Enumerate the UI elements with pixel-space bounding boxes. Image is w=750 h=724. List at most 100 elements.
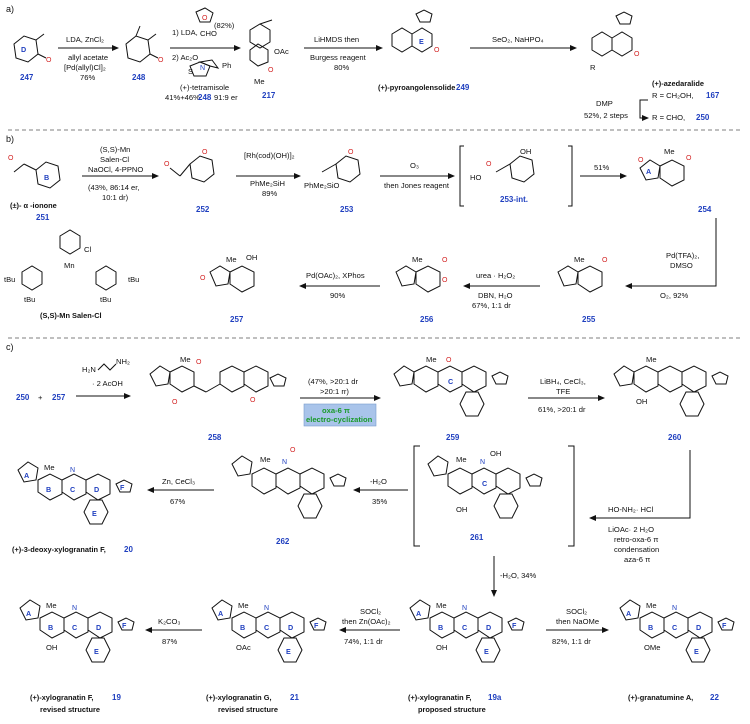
ring-label-B: B [46,485,51,494]
ring-label-E: E [694,647,699,656]
compound-254: 254 [698,205,712,214]
cond-c9-3: 74%, 1:1 dr [344,637,383,646]
name-xylogranatin-f-proposed: (+)-xylogranatin F, [408,693,471,702]
cond-b2-3: 89% [262,189,277,198]
me-label: Me [254,77,265,86]
section-label-c: c) [6,342,14,352]
me-label: Me [456,455,467,464]
cond-a4: SeO₂, NaHPO₄ [492,35,544,44]
ring-label-B: B [438,623,443,632]
ring-label-A: A [416,609,421,618]
ring-label-A: A [24,471,29,480]
cond-c4-1: HO-NH₂· HCl [608,505,653,514]
ome-label: OMe [644,643,660,652]
compound-255: 255 [582,315,596,324]
ring-label-B: B [240,623,245,632]
ring-label-E: E [419,37,424,46]
compound-20: 20 [124,545,133,554]
cond-b7-1: Pd(OAc)₂, XPhos [306,271,365,280]
molecule-255: Me O [557,255,608,293]
compound-248-ref: 248 [198,93,212,102]
me-label: Me [46,601,57,610]
cond-c9-2: then Zn(OAc)₂ [342,617,391,626]
oxygen-label: O [686,155,692,162]
cond-c3-1: LiBH₄, CeCl₃, [540,377,586,386]
me-label: Me [180,355,191,364]
cond-a5-1: DMP [596,99,613,108]
cond-a1-top: LDA, ZnCl₂ [66,35,104,44]
tbu-label-1: tBu [4,275,15,284]
arrow-a5 [639,99,649,121]
ring-label-A: A [218,609,223,618]
oh-label: OH [46,643,57,652]
nitrogen-label: N [72,605,77,612]
cond-b1-4: (43%, 86:14 er, [88,183,140,192]
molecule-261: C N OH OH Me [413,445,575,547]
cond-a1-b1: allyl acetate [68,53,108,62]
molecule-21: A B C D E F N OAc Me [211,599,327,663]
ring-label-F: F [722,621,727,630]
name-r-cho: R = CHO, [652,113,685,122]
oxygen-label: O [250,397,256,404]
me-label: Me [260,455,271,464]
compound-257-c: 257 [52,393,66,402]
ring-label-D: D [94,485,99,494]
cond-b1-1: (S,S)-Mn [100,145,130,154]
ho-label: OH [520,147,531,156]
me-label: Me [646,601,657,610]
ring-label-C: C [482,479,487,488]
oxygen-label: O [202,15,208,22]
oxygen-label: O [8,155,14,162]
ring-label-C: C [70,485,75,494]
compound-249: 249 [456,83,470,92]
molecule-248: O [125,25,164,64]
me-label: Me [226,255,237,264]
compound-256: 256 [420,315,434,324]
name-pyroangolensolide: (+)-pyroangolensolide [378,83,455,92]
nitrogen-label: N [462,605,467,612]
molecule-19: A B C D E F N OH Me [19,599,135,663]
compound-248: 248 [132,73,146,82]
cond-a2-er: 41%+46% [165,93,200,102]
oxygen-label: O [434,47,440,54]
molecule-258: Me O O O [149,355,287,406]
cond-b5-2: DMSO [670,261,693,270]
nitrogen-label: N [200,65,205,72]
compound-252: 252 [196,205,210,214]
cond-b6-1: urea · H₂O₂ [476,271,515,280]
cond-b7-2: 90% [330,291,345,300]
name-deoxy-xylogranatin: (+)-3-deoxy-xylogranatin F, [12,545,106,554]
molecule-256: Me O O [395,255,448,293]
molecule-249: E O [391,9,440,54]
ring-label-C: C [462,623,467,632]
compound-253-int: 253-int. [500,195,528,204]
label-revised-1: revised structure [40,705,100,714]
ho-acid-label: HO [470,173,481,182]
me-label: Me [436,601,447,610]
compound-22: 22 [710,693,719,702]
cond-c4-3: retro-oxa-6 π [614,535,659,544]
tbu-label-3: tBu [24,295,35,304]
ring-label-D: D [21,45,26,54]
oxygen-label: O [46,57,52,64]
ring-label-D: D [96,623,101,632]
oxygen-label: O [202,149,208,156]
nitrogen-label: N [264,605,269,612]
ring-label-B: B [648,623,653,632]
cond-b2-2: PhMe₂SiH [250,179,285,188]
molecule-257: OH Me O [200,253,257,293]
oxygen-label: O [442,257,448,264]
name-alpha-ionone: (±)- α -ionone [10,201,57,210]
cond-c8-2: then NaOMe [556,617,599,626]
nitrogen-label: N [282,459,287,466]
molecule-259: C Me O [393,355,509,417]
compound-259: 259 [446,433,460,442]
oh-label: OH [436,643,447,652]
molecule-262: N O Me [231,447,347,519]
molecule-20: A B C D E F N Me [17,461,133,525]
cond-a2-er2: 91:9 er [214,93,238,102]
cond-a2-1: 1) LDA, [172,28,198,37]
oxygen-label: O [486,161,492,168]
section-label-a: a) [6,4,14,14]
me-label: Me [646,355,657,364]
